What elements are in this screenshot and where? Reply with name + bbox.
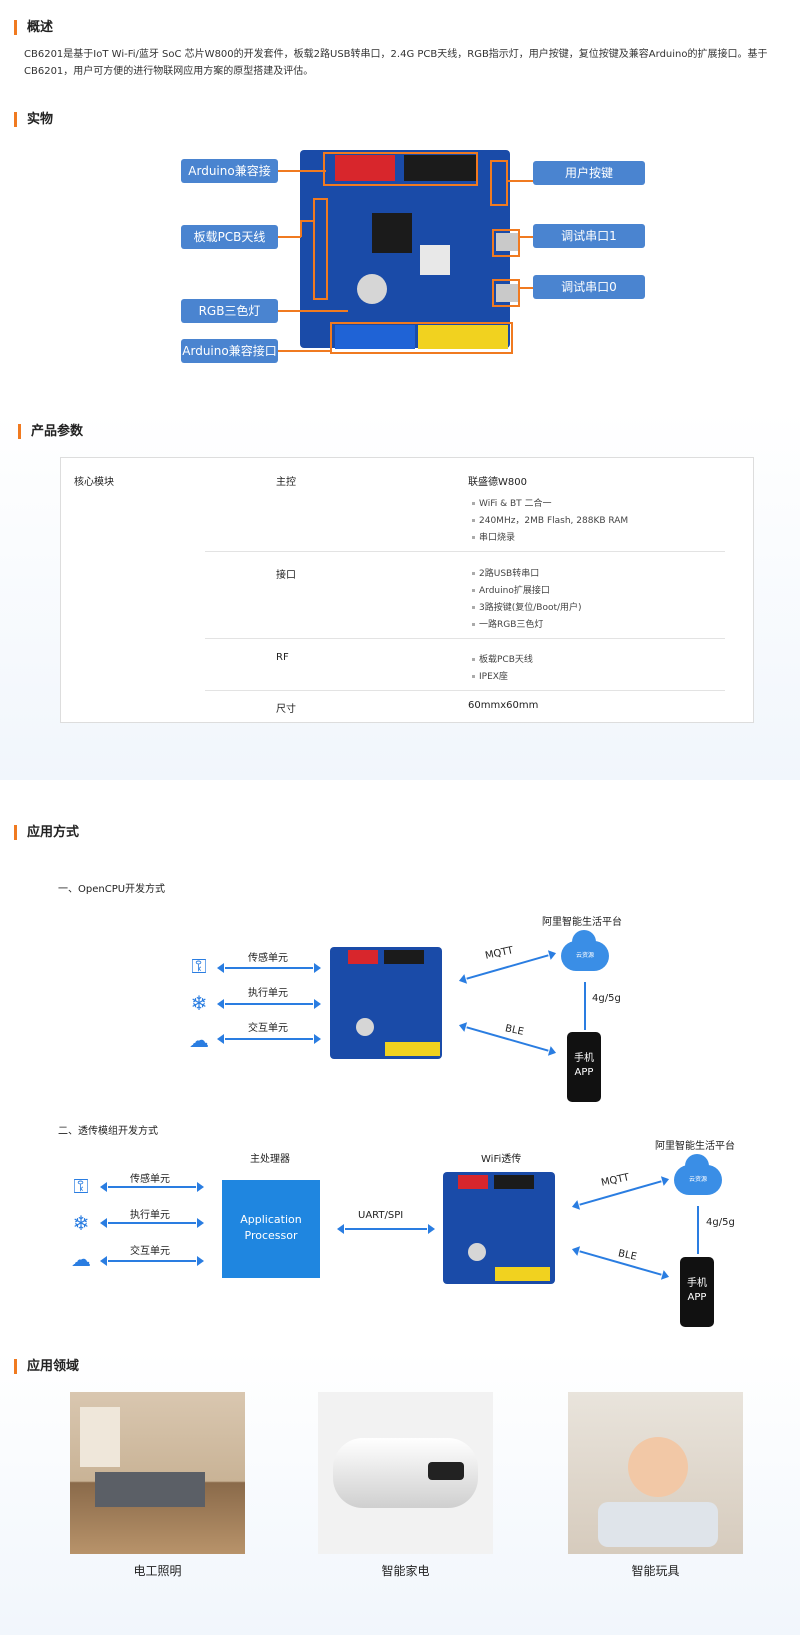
- field-caption: 智能玩具: [631, 1564, 680, 1578]
- usage-title: 应用方式: [14, 825, 79, 840]
- params-title: 产品参数: [18, 424, 83, 439]
- opencpu-heading: 一、OpenCPU开发方式: [58, 884, 166, 895]
- actuator-label: 执行单元: [130, 1210, 170, 1221]
- actuator-icon: ❄: [72, 1211, 90, 1235]
- row-divider: [205, 551, 725, 552]
- arrow: [100, 1256, 204, 1266]
- callout-user-key: 用户按键: [533, 161, 645, 185]
- dev-board-small-2: [443, 1172, 555, 1284]
- arrow: [217, 963, 321, 973]
- callout-arduino-top: Arduino兼容接: [181, 159, 278, 183]
- interaction-icon: ☁: [189, 1028, 209, 1052]
- param-name-mcu: 主控: [276, 477, 296, 488]
- callout-debug-uart0: 调试串口0: [533, 275, 645, 299]
- row-divider: [205, 690, 725, 691]
- callout-debug-uart1: 调试串口1: [533, 224, 645, 248]
- field-caption: 智能家电: [381, 1564, 430, 1578]
- usb-port-0: [496, 284, 518, 302]
- interaction-label: 交互单元: [130, 1246, 170, 1257]
- param-item: 一路RGB三色灯: [472, 617, 543, 630]
- callout-rgb-led: RGB三色灯: [181, 299, 278, 323]
- param-item: Arduino扩展接口: [472, 583, 550, 596]
- ble-label: BLE: [504, 1023, 525, 1038]
- photo-section-title: 实物: [14, 112, 53, 127]
- black-header: [404, 155, 476, 181]
- yellow-header: [418, 325, 508, 349]
- user-key-box: [490, 160, 508, 206]
- param-value-size: 60mmx60mm: [468, 700, 539, 711]
- heater-photo: [318, 1392, 493, 1554]
- platform-label-2: 阿里智能生活平台: [655, 1141, 735, 1152]
- param-item: 板载PCB天线: [472, 652, 533, 665]
- callout-pcb-antenna: 板载PCB天线: [181, 225, 278, 249]
- param-item: 240MHz，2MB Flash, 288KB RAM: [472, 513, 628, 526]
- sensor-label: 传感单元: [130, 1174, 170, 1185]
- platform-label: 阿里智能生活平台: [542, 917, 622, 928]
- param-name-rf: RF: [276, 652, 289, 663]
- arduino-bottom-box: [330, 322, 513, 354]
- net-label: 4g/5g: [706, 1217, 735, 1228]
- sensor-icon: ⚿: [73, 1174, 89, 1198]
- arrow: [217, 1034, 321, 1044]
- qr-label: [420, 245, 450, 275]
- param-value-mcu: 联盛德W800: [468, 477, 527, 488]
- arrow: [217, 999, 321, 1009]
- row-divider: [205, 638, 725, 639]
- interaction-icon: ☁: [71, 1247, 91, 1271]
- arrow: [100, 1218, 204, 1228]
- param-item: 串口烧录: [472, 530, 515, 543]
- mqtt-label: MQTT: [600, 1172, 631, 1189]
- overview-title: 概述: [14, 20, 53, 35]
- kitchen-photo: [70, 1392, 245, 1554]
- uart1-box: [492, 229, 520, 257]
- overview-text: CB6201是基于IoT Wi-Fi/蓝牙 SoC 芯片W800的开发套件，板载…: [24, 49, 768, 77]
- arrow: [100, 1182, 204, 1192]
- vertical-arrow: [584, 982, 586, 1030]
- uart0-box: [492, 279, 520, 307]
- ble-label: BLE: [617, 1248, 638, 1263]
- params-table: [60, 457, 754, 723]
- net-label: 4g/5g: [592, 993, 621, 1004]
- rgb-led: [357, 274, 387, 304]
- module-chip: [372, 213, 412, 253]
- arrow: [466, 954, 549, 980]
- param-item: IPEX座: [472, 669, 508, 682]
- callout-arduino-bottom: Arduino兼容接口: [181, 339, 278, 363]
- param-name-size: 尺寸: [276, 704, 296, 715]
- uart-spi-label: UART/SPI: [358, 1210, 404, 1221]
- arrow: [337, 1224, 435, 1234]
- dev-board-small: [330, 947, 442, 1059]
- wifi-passthrough-label: WiFi透传: [481, 1154, 522, 1165]
- passthrough-heading: 二、透传模组开发方式: [58, 1126, 158, 1137]
- vertical-arrow: [697, 1206, 699, 1254]
- fields-title: 应用领域: [14, 1359, 79, 1374]
- actuator-label: 执行单元: [248, 988, 288, 999]
- actuator-icon: ❄: [190, 991, 208, 1015]
- param-item: WiFi & BT 二合一: [472, 496, 552, 509]
- usb-port-1: [496, 233, 518, 251]
- antenna-box: [313, 198, 328, 300]
- param-name-interface: 接口: [276, 570, 296, 581]
- cloud-icon: 云资源: [674, 1154, 722, 1195]
- blue-header: [335, 325, 415, 349]
- red-header: [335, 155, 395, 181]
- param-item: 2路USB转串口: [472, 566, 539, 579]
- param-item: 3路按键(复位/Boot/用户): [472, 600, 582, 613]
- cloud-icon: 云资源: [561, 930, 609, 971]
- mqtt-label: MQTT: [484, 945, 515, 962]
- arduino-top-box: [323, 152, 478, 186]
- sensor-label: 传感单元: [248, 953, 288, 964]
- sensor-icon: ⚿: [191, 954, 207, 978]
- main-proc-label: 主处理器: [250, 1154, 290, 1165]
- interaction-label: 交互单元: [248, 1023, 288, 1034]
- toy-photo: [568, 1392, 743, 1554]
- core-module-label: 核心模块: [74, 477, 114, 488]
- field-caption: 电工照明: [133, 1564, 182, 1578]
